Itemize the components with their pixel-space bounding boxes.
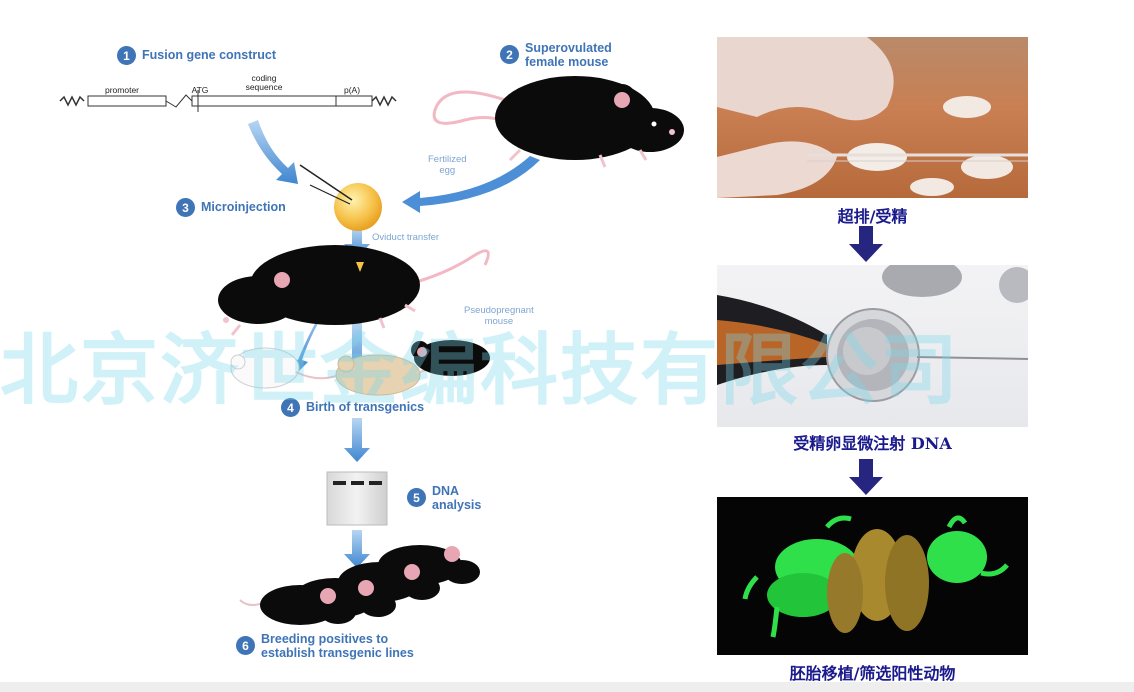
caption-embryo-transfer: 胚胎移植/筛选阳性动物 <box>789 664 956 683</box>
step-3: 3 Microinjection <box>176 198 286 217</box>
pseudopregnant-note: Pseudopregnant mouse <box>464 305 534 327</box>
transgenic-pups <box>230 340 490 396</box>
superovulated-mouse <box>432 76 684 168</box>
photo-superovulation-drawing <box>717 37 1028 198</box>
gene-construct <box>59 90 397 112</box>
pseudopregnant-line2: mouse <box>484 316 514 327</box>
step-6-line2: establish transgenic lines <box>261 646 414 660</box>
step-3-label: Microinjection <box>201 200 286 214</box>
pseudopregnant-line1: Pseudopregnant <box>464 305 534 316</box>
step-2-line2: female mouse <box>525 55 609 69</box>
arrow-construct-to-injection <box>248 120 298 184</box>
step-2: 2 Superovulated female mouse <box>500 41 612 69</box>
down-arrow-2-icon <box>849 459 883 495</box>
recipient-mouse <box>218 245 490 336</box>
step-5-line1: DNA <box>432 484 460 498</box>
process-arrows <box>248 120 540 568</box>
caption-superovulation: 超排/受精 <box>837 207 908 226</box>
photo-gfp-mice-drawing <box>742 515 1009 638</box>
step-3-number: 3 <box>176 198 195 217</box>
down-arrow-1-icon <box>849 226 883 262</box>
microinjection-egg <box>299 164 382 231</box>
bottom-scroll-strip <box>0 682 1134 692</box>
arrow-egg-to-injection <box>402 156 540 213</box>
fertilized-egg-note: Fertilized egg <box>428 154 467 176</box>
arrow-birth-to-dna <box>344 418 370 462</box>
breeding-mice <box>239 545 480 625</box>
step-5-line2: analysis <box>432 498 482 512</box>
step-6-number: 6 <box>236 636 255 655</box>
arrow-dna-to-breeding <box>344 530 370 568</box>
step-1-label: Fusion gene construct <box>142 48 277 62</box>
gene-coding-line2: sequence <box>245 82 283 92</box>
step-5: 5 DNA analysis <box>407 484 481 512</box>
gene-polya-label: p(A) <box>343 85 361 95</box>
step-6: 6 Breeding positives to establish transg… <box>236 632 414 660</box>
oviduct-transfer-note: Oviduct transfer <box>372 232 440 243</box>
photo-microinjection-drawing <box>717 265 1028 402</box>
step-2-label: Superovulated female mouse <box>525 41 612 69</box>
photo-gfp-mice <box>717 497 1028 655</box>
step-2-line1: Superovulated <box>525 41 612 55</box>
step-6-line1: Breeding positives to <box>261 632 389 646</box>
step-4-number: 4 <box>281 398 300 417</box>
step-1-number: 1 <box>117 46 136 65</box>
workflow-illustration <box>59 76 684 625</box>
gene-promoter-label: promoter <box>104 85 139 95</box>
photo-superovulation <box>717 37 1028 198</box>
arrow-transfer-to-birth <box>344 322 370 380</box>
gene-coding-label: coding sequence <box>236 74 292 92</box>
gene-coding-line1: coding <box>251 73 277 83</box>
step-6-label: Breeding positives to establish transgen… <box>261 632 414 660</box>
dna-gel <box>326 471 388 526</box>
step-2-number: 2 <box>500 45 519 64</box>
step-4: 4 Birth of transgenics <box>281 398 424 417</box>
gene-atg-label: ATG <box>191 85 209 95</box>
arrow-mouse-to-pups <box>292 298 332 374</box>
step-4-label: Birth of transgenics <box>306 400 425 414</box>
fertilized-line1: Fertilized <box>428 154 467 165</box>
step-1: 1 Fusion gene construct <box>117 46 276 65</box>
step-5-number: 5 <box>407 488 426 507</box>
caption-microinjection: 受精卵显微注射 DNA <box>793 434 952 453</box>
fertilized-line2: egg <box>439 165 456 176</box>
step-5-label: DNA analysis <box>432 484 481 512</box>
photo-microinjection <box>717 265 1028 427</box>
